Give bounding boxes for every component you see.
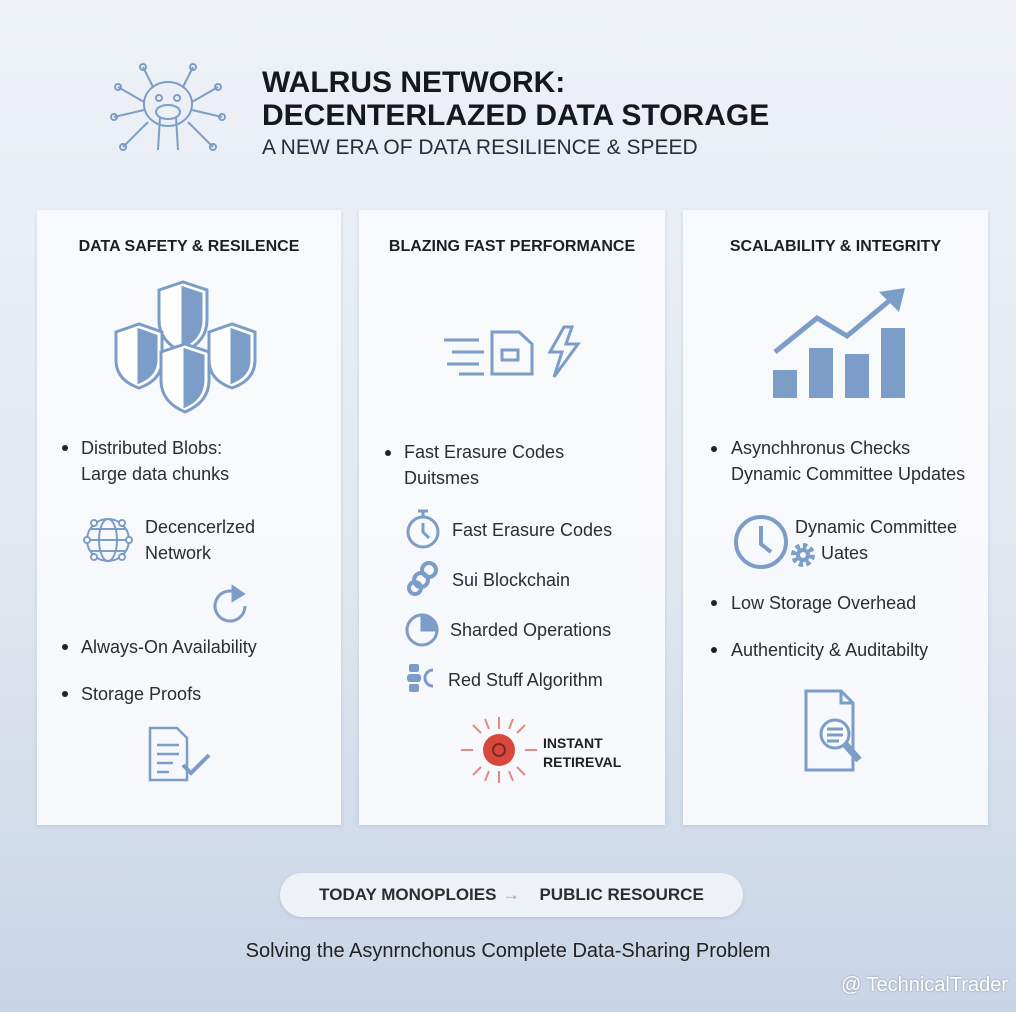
bullet-dot <box>62 445 68 451</box>
gear-icon <box>789 541 817 569</box>
card-heading: SCALABILITY & INTEGRITY <box>729 238 942 255</box>
badge-line: INSTANT <box>543 735 603 751</box>
document-check-icon <box>147 725 213 783</box>
bullet-dot <box>711 446 717 452</box>
bullet-distributed-blobs: Distributed Blobs: Large data chunks <box>81 435 229 487</box>
bullet-line: Duitsmes <box>404 468 480 488</box>
bullet-line: Fast Erasure Codes <box>404 442 565 462</box>
pill-to-label: PUBLIC RESOURCE <box>539 885 704 904</box>
growth-chart-icon <box>771 288 911 400</box>
title-line-2: DECENTERLAZED DATA STORAGE <box>262 99 770 132</box>
stopwatch-icon <box>405 508 441 550</box>
bullet-line: Dynamic Committee Updates <box>731 464 966 484</box>
card-data-safety: DATA SAFETY & RESILENCE Distributed Blob… <box>37 210 341 825</box>
walrus-logo-icon <box>108 62 228 162</box>
bullet-low-storage: Low Storage Overhead <box>731 593 917 613</box>
badge-line: RETIREVAL <box>543 754 622 770</box>
bullet-line: Large data chunks <box>81 464 230 484</box>
bullet-dot <box>711 600 717 606</box>
item-fast-erasure-codes: Fast Erasure Codes <box>452 520 613 540</box>
watermark: @ TechnicalTrader <box>840 974 1008 996</box>
page-title: WALRUS NETWORK:DECENTERLAZED DATA STORAG… <box>262 66 769 132</box>
item-red-stuff-algorithm: Red Stuff Algorithm <box>448 670 603 690</box>
subtitle: A NEW ERA OF DATA RESILIENCE & SPEED <box>262 136 698 159</box>
globe-network-icon <box>79 515 137 565</box>
pie-chart-icon <box>404 612 440 648</box>
feature-line: Decencerlzed <box>145 517 256 537</box>
feature-line: Network <box>145 543 212 563</box>
instant-retrieval-burst-icon <box>459 715 539 785</box>
bullet-always-on: Always-On Availability <box>81 637 257 657</box>
feature-line: Uates <box>821 543 869 563</box>
item-sui-blockchain: Sui Blockchain <box>452 570 571 590</box>
bullet-authenticity: Authenticity & Auditabilty <box>731 640 929 660</box>
bullet-dot <box>711 647 717 653</box>
title-line-1: WALRUS NETWORK: <box>262 66 566 99</box>
fast-document-icon <box>444 322 584 382</box>
bullet-dot <box>62 691 68 697</box>
card-performance: BLAZING FAST PERFORMANCE Fast Erasure Co… <box>359 210 665 825</box>
bullet-line: Distributed Blobs: <box>81 438 223 458</box>
bullet-line: Asynchhronus Checks <box>731 438 911 458</box>
refresh-icon <box>211 584 251 626</box>
item-sharded-operations: Sharded Operations <box>450 620 612 640</box>
clock-icon <box>733 514 789 570</box>
algorithm-blocks-icon <box>407 662 437 694</box>
card-scalability: SCALABILITY & INTEGRITY Asynchhronus Che… <box>683 210 988 825</box>
chain-link-icon <box>407 560 441 596</box>
card-heading: BLAZING FAST PERFORMANCE <box>388 238 636 255</box>
pill-from-label: TODAY MONOPLOIES <box>319 885 497 904</box>
card-heading: DATA SAFETY & RESILENCE <box>78 238 300 255</box>
bullet-dot <box>385 450 391 456</box>
bullet-dot <box>62 644 68 650</box>
footer-tagline: Solving the Asynrnchonus Complete Data-S… <box>245 940 771 962</box>
bullet-storage-proofs: Storage Proofs <box>81 684 202 704</box>
arrow-right-icon: → <box>502 885 520 904</box>
instant-retrieval-label: INSTANT RETIREVAL <box>543 734 621 772</box>
shields-icon <box>111 280 261 415</box>
document-search-icon <box>803 688 883 774</box>
feature-line: Dynamic Committee <box>795 517 958 537</box>
transition-pill: TODAY MONOPLOIES → PUBLIC RESOURCE <box>280 873 743 917</box>
